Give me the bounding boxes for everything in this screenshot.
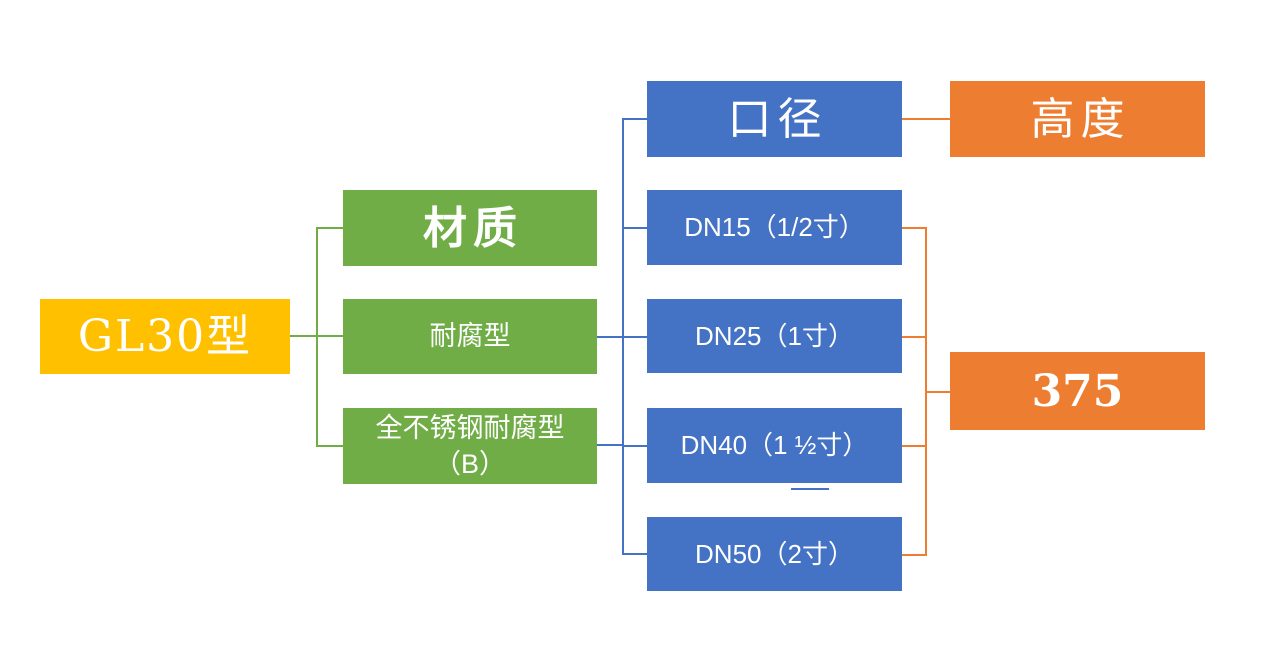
connector-corrosion-to-diameter-trunk (597, 336, 623, 338)
connector-material-branch-stainless (316, 445, 343, 447)
height-header-node: 高度 (950, 81, 1205, 157)
diameter-item-label: DN40（1 ½寸） (680, 430, 869, 461)
diameter-item-label: DN25（1寸） (695, 320, 854, 351)
connector-diameter-trunk (622, 118, 624, 555)
diameter-item-dn50: DN50（2寸） (647, 517, 902, 591)
diameter-item-label: DN15（1/2寸） (684, 212, 865, 243)
connector-material-branch-header (316, 227, 343, 229)
material-item-corrosion-resistant: 耐腐型 (343, 299, 597, 374)
material-item-stainless: 全不锈钢耐腐型 （B） (343, 408, 597, 484)
connector-stray-segment (791, 488, 829, 490)
diameter-header-node: 口径 (647, 81, 902, 157)
connector-height-trunk (925, 227, 927, 556)
material-header-node: 材质 (343, 190, 597, 266)
connector-dn50-to-height-trunk (902, 554, 926, 556)
height-header-label: 高度 (1030, 93, 1131, 145)
connector-diameter-branch-dn15 (624, 227, 647, 229)
material-item-label: 全不锈钢耐腐型 （B） (376, 410, 565, 483)
height-value-node: 375 (950, 352, 1205, 430)
connector-diameter-branch-dn40 (624, 445, 647, 447)
diameter-item-dn40: DN40（1 ½寸） (647, 408, 902, 483)
height-value-label: 375 (1031, 365, 1124, 417)
root-node-gl30: GL30型 (40, 299, 290, 374)
connector-dn15-to-height-trunk (902, 227, 926, 229)
material-item-label-line1: 全不锈钢耐腐型 (375, 412, 565, 443)
connector-diameter-branch-dn50 (624, 553, 647, 555)
diameter-header-label: 口径 (727, 93, 828, 145)
connector-trunk-to-height-value (927, 391, 950, 393)
material-header-label: 材质 (423, 203, 523, 253)
connector-diameter-branch-dn25 (624, 336, 647, 338)
connector-dn40-to-height-trunk (902, 445, 926, 447)
root-node-label: GL30型 (77, 311, 253, 362)
connector-stainless-to-diameter-trunk (597, 444, 623, 446)
diameter-item-dn15: DN15（1/2寸） (647, 190, 902, 265)
material-item-label-line2: （B） (433, 449, 506, 479)
connector-material-trunk (316, 227, 318, 447)
material-item-label: 耐腐型 (429, 320, 511, 351)
connector-dn25-to-height-trunk (902, 336, 926, 338)
connector-diameter-branch-header (624, 118, 647, 120)
connector-header-to-height (902, 118, 950, 120)
diameter-item-label: DN50（2寸） (695, 538, 854, 569)
diameter-item-dn25: DN25（1寸） (647, 299, 902, 373)
